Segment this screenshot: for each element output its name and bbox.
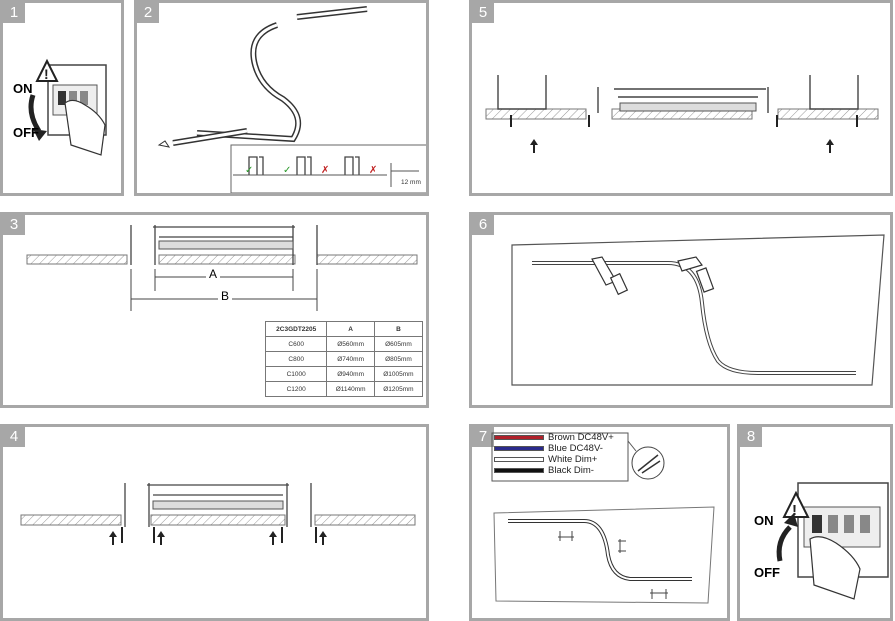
wire-label: Black Dim- bbox=[548, 465, 594, 476]
step-number: 4 bbox=[3, 427, 25, 447]
on-label: ON bbox=[754, 513, 774, 528]
panel-6: 6 bbox=[469, 212, 893, 408]
table-cell: Ø740mm bbox=[326, 351, 375, 367]
dimension-a-label: A bbox=[206, 267, 221, 281]
panel-2: 2 ✓ ✓ ✗ ✗ 12 mm bbox=[134, 0, 429, 196]
arrow-down-icon bbox=[33, 129, 47, 141]
table-cell: Ø560mm bbox=[326, 336, 375, 352]
table-cell: Ø605mm bbox=[373, 336, 424, 352]
warning-icon bbox=[782, 490, 810, 518]
step-number: 8 bbox=[740, 427, 762, 447]
table-cell: C600 bbox=[264, 336, 328, 352]
ceiling-cutout-illustration bbox=[485, 75, 879, 153]
svg-text:✓: ✓ bbox=[245, 165, 253, 176]
wire-color-legend: Brown DC48V+ Blue DC48V- White Dim+ Blac… bbox=[494, 432, 614, 476]
dimension-b-label: B bbox=[218, 289, 233, 303]
warning-icon bbox=[35, 58, 59, 82]
svg-text:✗: ✗ bbox=[369, 165, 377, 176]
table-cell: C1200 bbox=[264, 381, 328, 397]
wire-label: Brown DC48V+ bbox=[548, 432, 614, 443]
track-installation-illustration bbox=[20, 483, 416, 545]
svg-text:✗: ✗ bbox=[321, 165, 329, 176]
step-number: 1 bbox=[3, 3, 25, 23]
dimension-illustration bbox=[26, 225, 418, 311]
wire-swatch-brown bbox=[494, 435, 544, 440]
step-number: 3 bbox=[3, 215, 25, 235]
panel-8: 8 ! ON OFF bbox=[737, 424, 893, 621]
off-label: OFF bbox=[13, 125, 39, 140]
panel-7: 7 Brown DC48V+ Blue DC48V- White Dim+ Bl… bbox=[469, 424, 730, 621]
track-connection-illustration: ✓ ✓ ✗ ✗ bbox=[157, 6, 426, 193]
panel-1: 1 ! ON OFF bbox=[0, 0, 124, 196]
off-label: OFF bbox=[754, 565, 780, 580]
step-number: 2 bbox=[137, 3, 159, 23]
power-on-illustration: ! bbox=[776, 482, 889, 600]
step-number: 5 bbox=[472, 3, 494, 23]
on-label: ON bbox=[13, 81, 33, 96]
wiring-illustration bbox=[491, 432, 715, 604]
table-cell: Ø1205mm bbox=[373, 381, 424, 397]
panel-4: 4 bbox=[0, 424, 429, 621]
wire-swatch-blue bbox=[494, 446, 544, 451]
table-cell: Ø1005mm bbox=[373, 366, 424, 382]
arrow-up-icon bbox=[784, 513, 798, 527]
table-cell: C1000 bbox=[264, 366, 328, 382]
wire-swatch-black bbox=[494, 468, 544, 473]
svg-text:!: ! bbox=[44, 66, 49, 82]
step-number: 6 bbox=[472, 215, 494, 235]
svg-text:✓: ✓ bbox=[283, 165, 291, 176]
wire-row: Black Dim- bbox=[494, 465, 614, 476]
table-cell: Ø805mm bbox=[373, 351, 424, 367]
table-header-cell: A bbox=[326, 321, 375, 337]
wire-row: White Dim+ bbox=[494, 454, 614, 465]
wire-label: Blue DC48V- bbox=[548, 443, 603, 454]
table-cell: Ø940mm bbox=[326, 366, 375, 382]
table-header-cell: 2C3GDT2205 bbox=[264, 321, 328, 337]
wire-row: Brown DC48V+ bbox=[494, 432, 614, 443]
gap-label: 12 mm bbox=[401, 179, 421, 186]
wire-swatch-white bbox=[494, 457, 544, 462]
table-cell: C800 bbox=[264, 351, 328, 367]
table-cell: Ø1140mm bbox=[326, 381, 375, 397]
wire-row: Blue DC48V- bbox=[494, 443, 614, 454]
svg-text:!: ! bbox=[792, 502, 797, 519]
table-header-cell: B bbox=[373, 321, 424, 337]
power-off-illustration: ! bbox=[28, 58, 107, 156]
step-number: 7 bbox=[472, 427, 494, 447]
panel-5: 5 bbox=[469, 0, 893, 196]
wire-label: White Dim+ bbox=[548, 454, 598, 465]
track-mounted-illustration bbox=[511, 234, 885, 386]
